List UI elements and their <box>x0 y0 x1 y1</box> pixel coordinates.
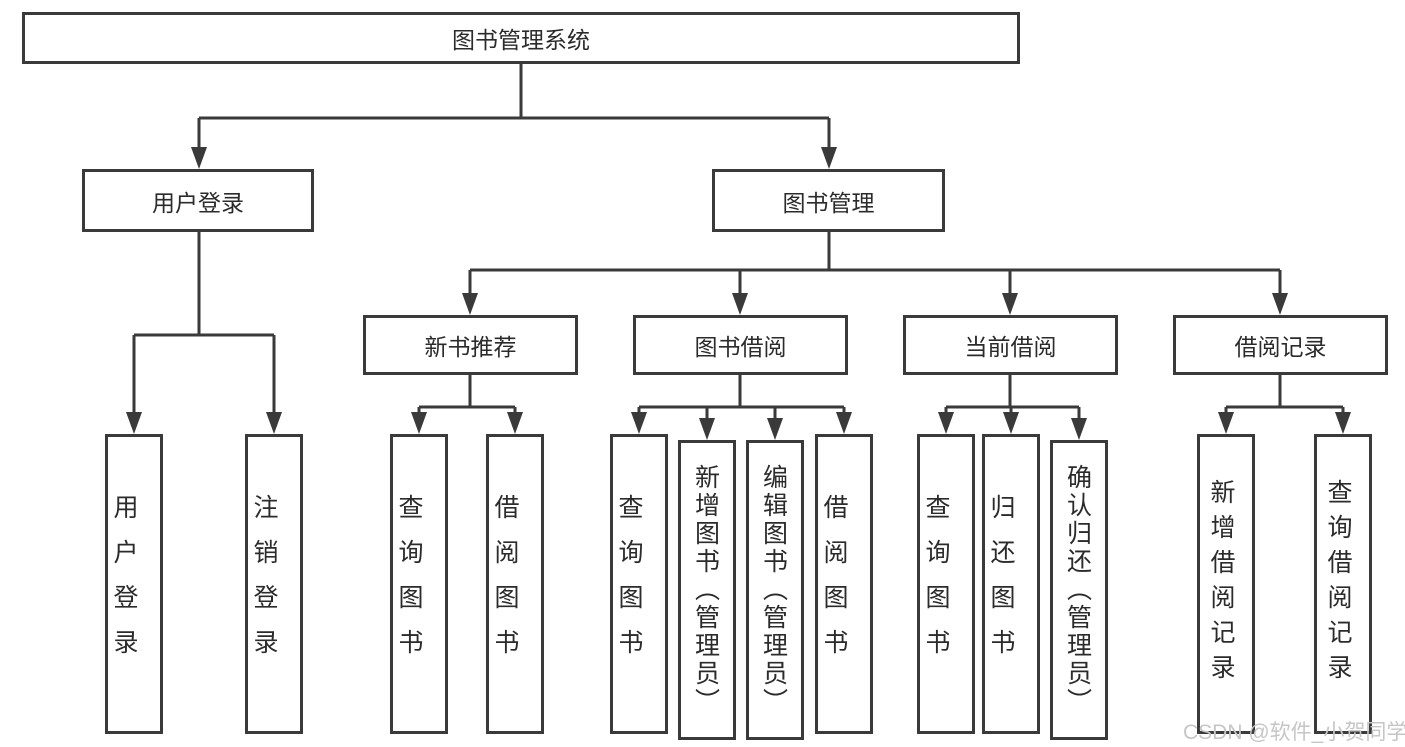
leaf-user-login: 用户登录 <box>105 434 163 734</box>
leaf-confirm-return-admin: 确认归还（管理员） <box>1050 440 1108 740</box>
leaf-borrow-books-recommend: 借阅图书 <box>486 434 544 734</box>
watermark: CSDN @软件_小贺同学 <box>1183 721 1405 744</box>
leaf-query-books-borrow: 查询图书 <box>610 434 668 734</box>
leaf-query-borrow-record: 查询借阅记录 <box>1314 434 1372 734</box>
node-book-management: 图书管理 <box>712 169 945 232</box>
node-root: 图书管理系统 <box>22 12 1020 64</box>
node-borrow-records: 借阅记录 <box>1173 315 1388 375</box>
node-new-book-recommend: 新书推荐 <box>363 315 578 375</box>
leaf-logout: 注销登录 <box>245 434 303 734</box>
leaf-query-books-recommend: 查询图书 <box>390 434 448 734</box>
leaf-borrow-books-borrow: 借阅图书 <box>815 434 873 734</box>
leaf-add-borrow-record: 新增借阅记录 <box>1197 434 1255 734</box>
leaf-edit-books-admin: 编辑图书（管理员） <box>746 440 804 740</box>
node-user-login: 用户登录 <box>82 169 314 232</box>
leaf-add-books-admin: 新增图书（管理员） <box>678 440 736 740</box>
node-book-borrow: 图书借阅 <box>633 315 848 375</box>
leaf-return-books: 归还图书 <box>982 434 1040 734</box>
node-current-borrow: 当前借阅 <box>903 315 1118 375</box>
leaf-query-books-current: 查询图书 <box>917 434 975 734</box>
